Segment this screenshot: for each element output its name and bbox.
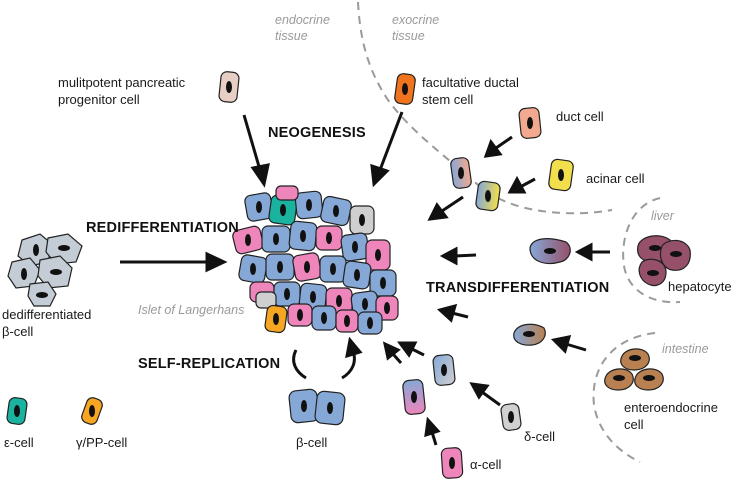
tissue-boundaries: [357, 1, 681, 463]
liver-label: liver: [651, 209, 674, 223]
hepatocyte-label: hepatocyte: [668, 279, 732, 294]
arrow-progenitor-to-islet: [242, 114, 270, 188]
islet-label: Islet of Langerhans: [138, 303, 245, 317]
delta-cell-label: δ-cell: [524, 429, 556, 444]
self-replication-arrows: [292, 347, 356, 380]
gamma-cell-label: γ/PP-cell: [76, 435, 128, 450]
delta-cell: [500, 403, 522, 431]
neogenesis-label: NEOGENESIS: [268, 125, 366, 141]
progenitor-cell: [218, 71, 240, 103]
intermediate-enteroendocrine-cell: [513, 323, 546, 346]
arrow-hepatocyte-to-intermediate: [574, 242, 610, 262]
self-replication-arrowhead: [345, 336, 363, 359]
arrow-intestine-to-islet: [436, 303, 469, 323]
duct-cell-label: duct cell: [556, 109, 604, 124]
duct-cell: [518, 107, 542, 139]
arrow-dedifferentiated-to-islet: [120, 251, 228, 273]
islet-nuclei: [245, 199, 390, 329]
enteroendocrine-cells: [604, 348, 664, 391]
liver-boundary: [622, 197, 681, 304]
alpha-cell: [275, 185, 299, 201]
arrow-liver-to-islet: [439, 246, 477, 266]
islet-of-langerhans: [232, 185, 399, 335]
ductal-stem-cell: [394, 73, 416, 105]
self-replication-label: SELF-REPLICATION: [138, 356, 281, 372]
dedifferentiated-beta-cells: [7, 233, 83, 307]
hepatocytes: [637, 235, 691, 287]
intermediate-alpha-cell: [402, 379, 426, 415]
arrow-exocrine-to-islet: [427, 195, 464, 221]
arrow-alpha-intermediate-to-islet: [382, 341, 403, 364]
transdifferentiation-label: TRANSDIFFERENTIATION: [426, 280, 610, 296]
arrow-intestine-to-intermediate: [550, 335, 587, 354]
arrow-duct-to-intermediate: [483, 135, 513, 158]
intermediate-delta-cell: [432, 354, 456, 386]
intestine-label: intestine: [662, 342, 709, 356]
epsilon-cell-label: ε-cell: [4, 435, 34, 450]
arrow-delta-to-intermediate: [469, 382, 501, 407]
alpha-cell: [440, 447, 464, 479]
delta-cell: [255, 291, 277, 309]
intermediate-acinar-cell: [475, 180, 501, 212]
arrow-acinar-to-intermediate: [507, 175, 536, 194]
intermediate-hepatocyte-cell: [529, 238, 571, 265]
acinar-cell-label: acinar cell: [586, 171, 645, 186]
legend-epsilon-cell: [6, 397, 28, 425]
alpha-cell-label: α-cell: [470, 457, 502, 472]
intermediate-duct-cell: [450, 157, 472, 189]
arrows: [120, 111, 610, 446]
acinar-cell: [548, 158, 574, 192]
arrow-stem-to-islet: [370, 111, 404, 188]
beta-cell-pair: [288, 388, 346, 426]
arrow-delta-intermediate-to-islet: [397, 341, 425, 358]
arrow-alpha-to-intermediate: [424, 416, 441, 446]
beta-cell-label: β-cell: [296, 435, 328, 450]
legend-gamma-cell: [81, 397, 103, 425]
redifferentiation-label: REDIFFERENTIATION: [86, 220, 239, 236]
intestine-boundary: [592, 332, 656, 463]
